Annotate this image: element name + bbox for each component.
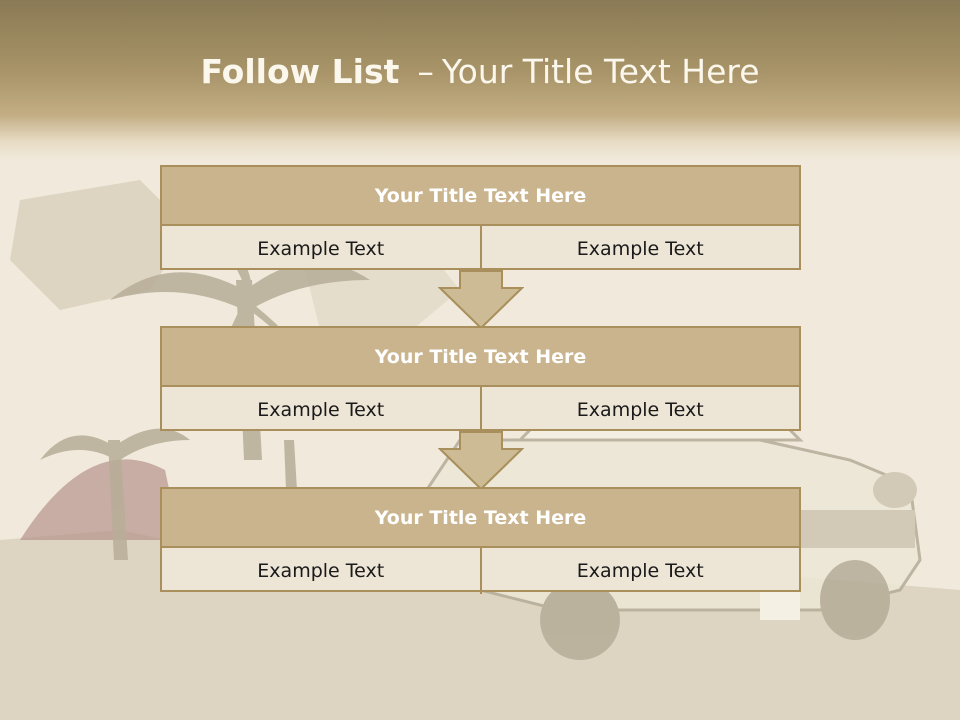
slide-title-bold: Follow List [200, 52, 400, 91]
down-arrow-icon [438, 431, 524, 491]
block-left-cell: Example Text [162, 387, 482, 433]
block-title: Your Title Text Here [162, 489, 799, 548]
list-block-3: Your Title Text Here Example Text Exampl… [160, 487, 801, 594]
block-row: Example Text Example Text [162, 387, 799, 433]
block-right-cell: Example Text [576, 399, 704, 421]
block-left-cell: Example Text [162, 226, 482, 272]
down-arrow-icon [438, 270, 524, 330]
slide-title-rest: Your Title Text Here [441, 52, 760, 91]
header-band [0, 0, 960, 160]
block-row: Example Text Example Text [162, 548, 799, 594]
block-right-cell: Example Text [576, 238, 704, 260]
block-left-cell: Example Text [162, 548, 482, 594]
list-block-1: Your Title Text Here Example Text Exampl… [160, 165, 801, 272]
block-title: Your Title Text Here [162, 328, 799, 387]
sunset-sun-illustration [20, 459, 180, 540]
block-row: Example Text Example Text [162, 226, 799, 272]
slide-title: Follow List–Your Title Text Here [0, 52, 960, 91]
block-title: Your Title Text Here [162, 167, 799, 226]
block-right-cell: Example Text [576, 560, 704, 582]
slide-title-dash: – [417, 52, 434, 91]
list-block-2: Your Title Text Here Example Text Exampl… [160, 326, 801, 433]
